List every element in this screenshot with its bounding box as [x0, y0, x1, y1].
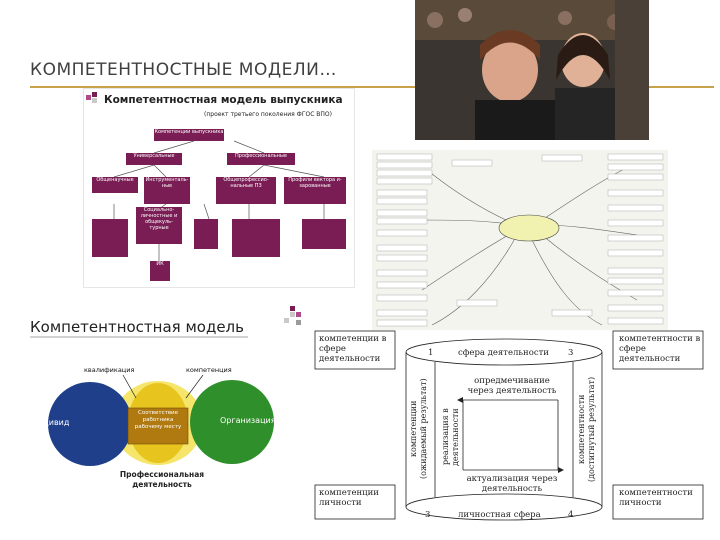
box-professional: Профессиональные — [227, 153, 295, 165]
actualization-label: актуализация через деятельность — [466, 474, 558, 494]
box-detail-1 — [92, 219, 128, 257]
personal-competences: компетенции личности — [319, 488, 379, 508]
competences-in-activity: компетенции в сфере деятельности — [319, 334, 387, 364]
competence-label: компетенция — [186, 366, 232, 374]
audience-photo — [415, 0, 649, 140]
n4-label: 4 — [568, 510, 574, 520]
box-ik: ИК — [150, 261, 170, 281]
n3-label: 3 — [568, 348, 574, 358]
slide-title: КОМПЕТЕНТНОСТНЫЕ МОДЕЛИ… — [30, 60, 337, 80]
achieved-result-label: компетентности (достигнутый результат) — [577, 376, 596, 482]
personal-sphere-label: личностная сфера — [458, 510, 541, 520]
deco-squares-icon — [86, 91, 102, 105]
realization-label: реализация в деятельности — [441, 408, 460, 466]
competence-competency-diagram: компетенции в сфере деятельности компете… — [313, 330, 715, 530]
panel1-subtitle: (проект третьего поколения ФГОС ВПО) — [204, 111, 332, 118]
box-social-personal: Социально-личностные и общекуль-турные — [136, 207, 182, 244]
box-general-science: Общенаучные — [92, 177, 138, 193]
objectification-label: опредмечивание через деятельность — [467, 376, 557, 396]
personal-competencies: компетентности личности — [619, 488, 693, 508]
box-instrumental: Инструменталь-ные — [144, 177, 190, 204]
fit-box-label: Соответствие работника рабочему месту — [134, 410, 182, 430]
individual-label: Индивид — [32, 418, 70, 427]
box-general-professional: Общепрофессио-нальные ПЗ — [216, 177, 276, 204]
box-detail-3 — [232, 219, 280, 257]
n1-label: 1 — [428, 348, 434, 358]
n3-bottom-label: 3 — [425, 510, 431, 520]
expected-result-label: компетенции (ожидаемый результат) — [409, 378, 428, 480]
activity-sphere-label: сфера деятельности — [458, 348, 549, 358]
venn-title: Компетентностная модель — [30, 318, 244, 336]
box-profiled: Профили вектора и-зарованные — [284, 177, 346, 204]
competence-mindmap — [372, 150, 668, 332]
box-universal: Универсальные — [126, 153, 182, 165]
deco-squares-icon — [284, 306, 304, 326]
professional-activity-label: Профессиональная деятельность — [119, 470, 205, 489]
panel1-connectors — [113, 140, 325, 261]
qualification-label: квалификация — [84, 366, 135, 374]
organization-label: Организация — [220, 416, 276, 425]
title-divider — [30, 86, 714, 88]
competence-model-venn: квалификация компетенция Индивид Организ… — [8, 298, 308, 528]
cylinder-diagram — [314, 330, 704, 521]
box-graduate-competences: Компетенции выпускника — [154, 129, 224, 141]
box-detail-2 — [194, 219, 218, 249]
box-detail-4 — [302, 219, 346, 249]
graduate-competence-model-diagram: Компетентностная модель выпускника (прое… — [83, 88, 355, 288]
competencies-in-activity: компетентности в сфере деятельности — [619, 334, 701, 364]
panel1-title: Компетентностная модель выпускника — [104, 94, 343, 106]
venn-diagram — [30, 336, 274, 466]
